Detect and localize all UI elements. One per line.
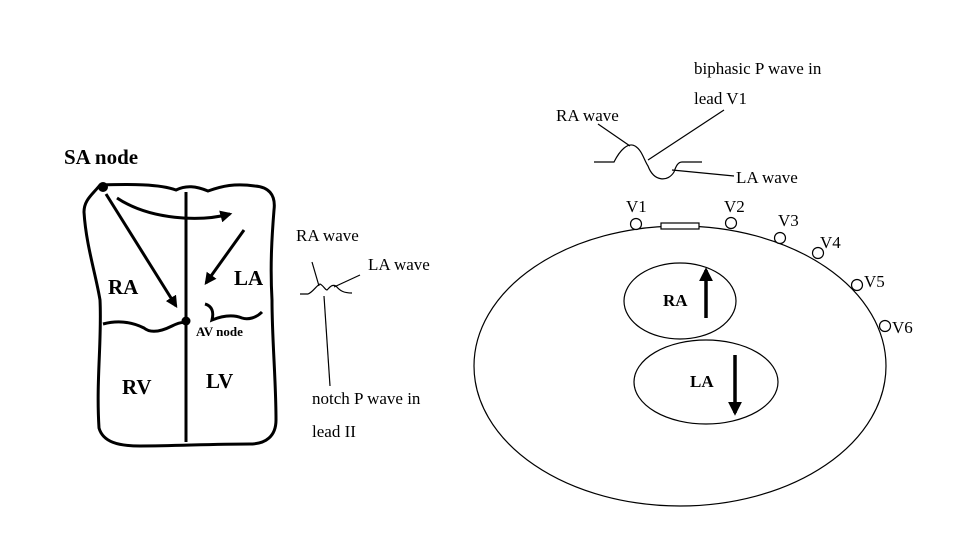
- av-node-dot: [181, 316, 191, 326]
- lead-v4-label: V4: [820, 233, 841, 252]
- lead-v1-p-wave: biphasic P wave in lead V1 RA wave LA wa…: [556, 59, 822, 187]
- chest-la-label: LA: [690, 372, 714, 391]
- chest-ra-label: RA: [663, 291, 688, 310]
- lead-ii-ra-wave-label: RA wave: [296, 226, 359, 245]
- heart-outline: [82, 183, 278, 448]
- conduction-arrow-to-av-node: [104, 193, 178, 309]
- lv-label: LV: [206, 369, 233, 393]
- lead-v1-label: V1: [626, 197, 647, 216]
- precordial-leads: V1 V2 V3 V4 V5 V6: [626, 197, 913, 337]
- lead-v3-electrode: [773, 231, 787, 245]
- lead-ii-caption-line2: lead II: [312, 422, 356, 441]
- lead-v5-label: V5: [864, 272, 885, 291]
- chest-cross-section: RA LA V1 V2 V3 V4 V5 V6: [473, 197, 913, 507]
- v1-ra-wave-label: RA wave: [556, 106, 619, 125]
- sa-node-dot: [98, 182, 108, 192]
- biphasic-p-wave-trace: [594, 144, 702, 180]
- v1-caption-line1: biphasic P wave in: [694, 59, 822, 78]
- la-wave-pointer: [333, 274, 361, 288]
- heart-diagram: SA node RA LA AV node RV LV: [64, 145, 278, 448]
- biphasic-caption-pointer: [647, 109, 725, 161]
- atrioventricular-boundary: [102, 302, 264, 333]
- ra-chamber: [623, 262, 737, 340]
- lead-v6-electrode: [878, 319, 892, 333]
- lead-v2-electrode: [724, 216, 738, 230]
- lead-ii-caption-line1: notch P wave in: [312, 389, 421, 408]
- v1-caption-line2: lead V1: [694, 89, 747, 108]
- lead-v1-electrode: [629, 217, 643, 231]
- v1-ra-wave-pointer: [597, 123, 631, 147]
- lead-ii-caption-pointer: [323, 295, 331, 387]
- lead-v5-electrode: [850, 278, 864, 292]
- conduction-arrow-to-la: [116, 196, 233, 223]
- v1-la-wave-pointer: [671, 169, 735, 177]
- la-label: LA: [234, 266, 264, 290]
- chest-outline: [473, 225, 887, 507]
- sa-node-label: SA node: [64, 145, 138, 169]
- lead-v3-label: V3: [778, 211, 799, 230]
- ra-label: RA: [108, 275, 139, 299]
- lead-v4-electrode: [811, 246, 825, 260]
- lead-ii-la-wave-label: LA wave: [368, 255, 430, 274]
- rv-label: RV: [122, 375, 152, 399]
- lead-v2-label: V2: [724, 197, 745, 216]
- lead-ii-p-wave: RA wave LA wave notch P wave in lead II: [296, 226, 430, 441]
- ra-wave-pointer: [311, 261, 320, 287]
- lead-v6-label: V6: [892, 318, 913, 337]
- sternum-marker: [660, 222, 700, 230]
- conduction-arrow-la-to-av: [204, 229, 246, 285]
- av-node-label: AV node: [196, 324, 243, 339]
- notched-p-wave-trace: [300, 283, 353, 295]
- v1-la-wave-label: LA wave: [736, 168, 798, 187]
- la-chamber: [633, 339, 779, 425]
